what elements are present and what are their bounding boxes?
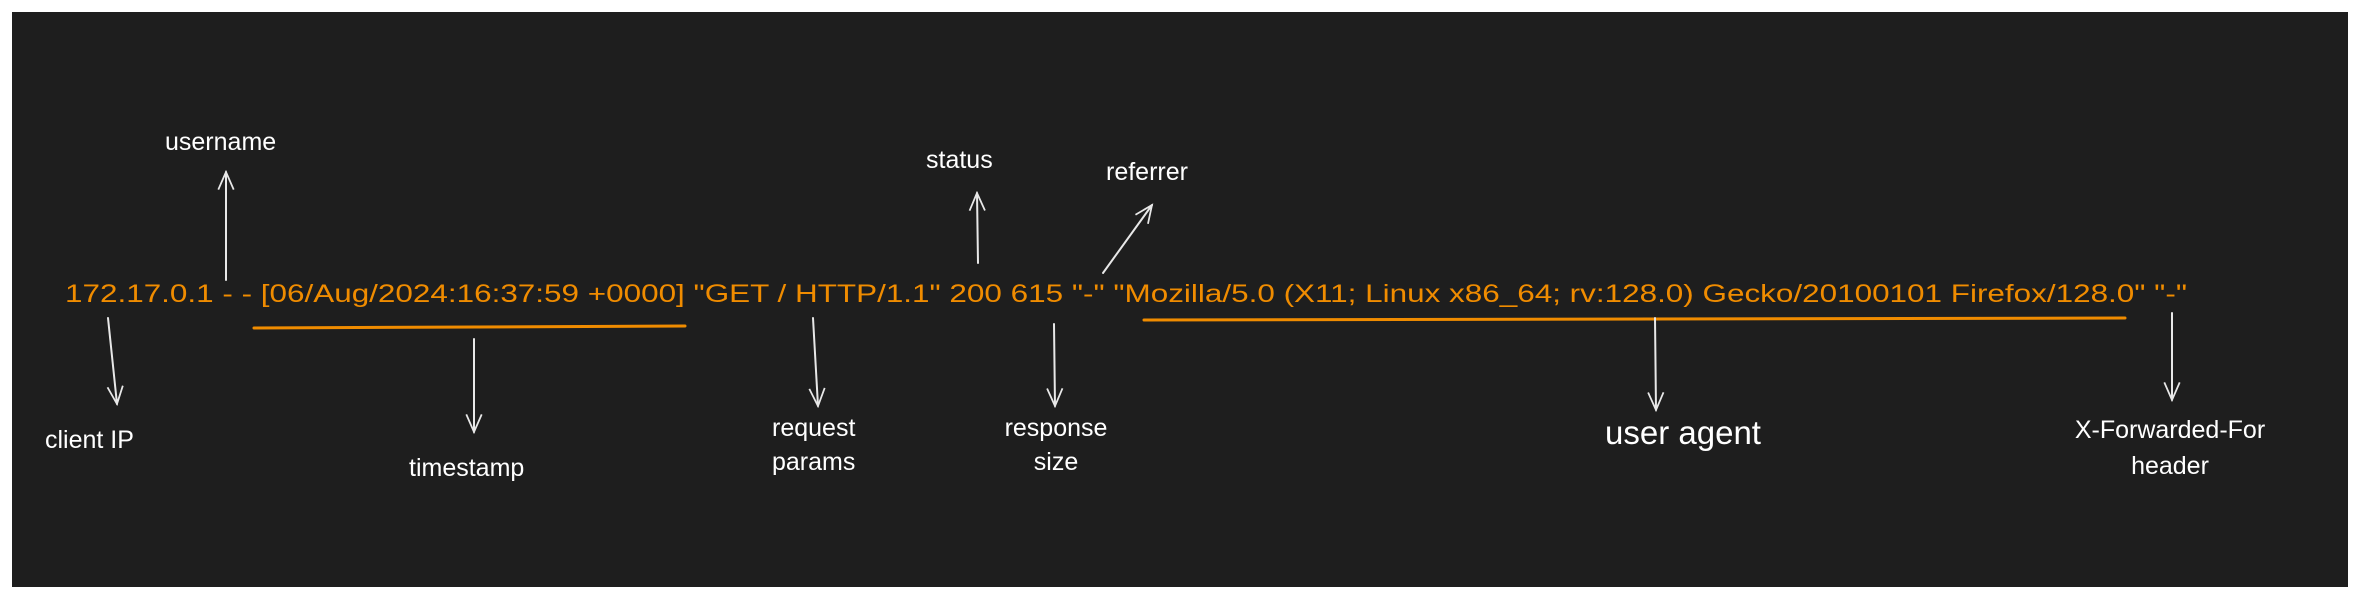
response-size-label-line2: size	[1034, 448, 1078, 476]
user-agent-label: user agent	[1605, 414, 1761, 451]
timestamp-underline	[252, 324, 687, 330]
user-agent-arrow	[1647, 317, 1665, 413]
request-params-arrow	[808, 317, 826, 409]
log-line: 172.17.0.1 - - [06/Aug/2024:16:37:59 +00…	[65, 280, 2187, 308]
client-ip-arrow	[106, 317, 124, 407]
status-arrow	[968, 190, 986, 264]
xff-label-line1: X-Forwarded-For	[2075, 416, 2265, 444]
username-label: username	[165, 128, 276, 156]
timestamp-label: timestamp	[409, 454, 524, 482]
status-label: status	[926, 146, 993, 174]
referrer-label: referrer	[1106, 158, 1188, 186]
response-size-arrow	[1046, 323, 1064, 409]
request-params-label-line1: request	[772, 414, 855, 442]
xff-label-line2: header	[2131, 452, 2209, 480]
request-params-label-line2: params	[772, 448, 855, 476]
referrer-arrow	[1102, 203, 1154, 274]
canvas-background	[12, 12, 2348, 587]
user-agent-underline	[1142, 316, 2127, 322]
response-size-label-line1: response	[1005, 414, 1108, 442]
client-ip-label: client IP	[45, 426, 134, 454]
